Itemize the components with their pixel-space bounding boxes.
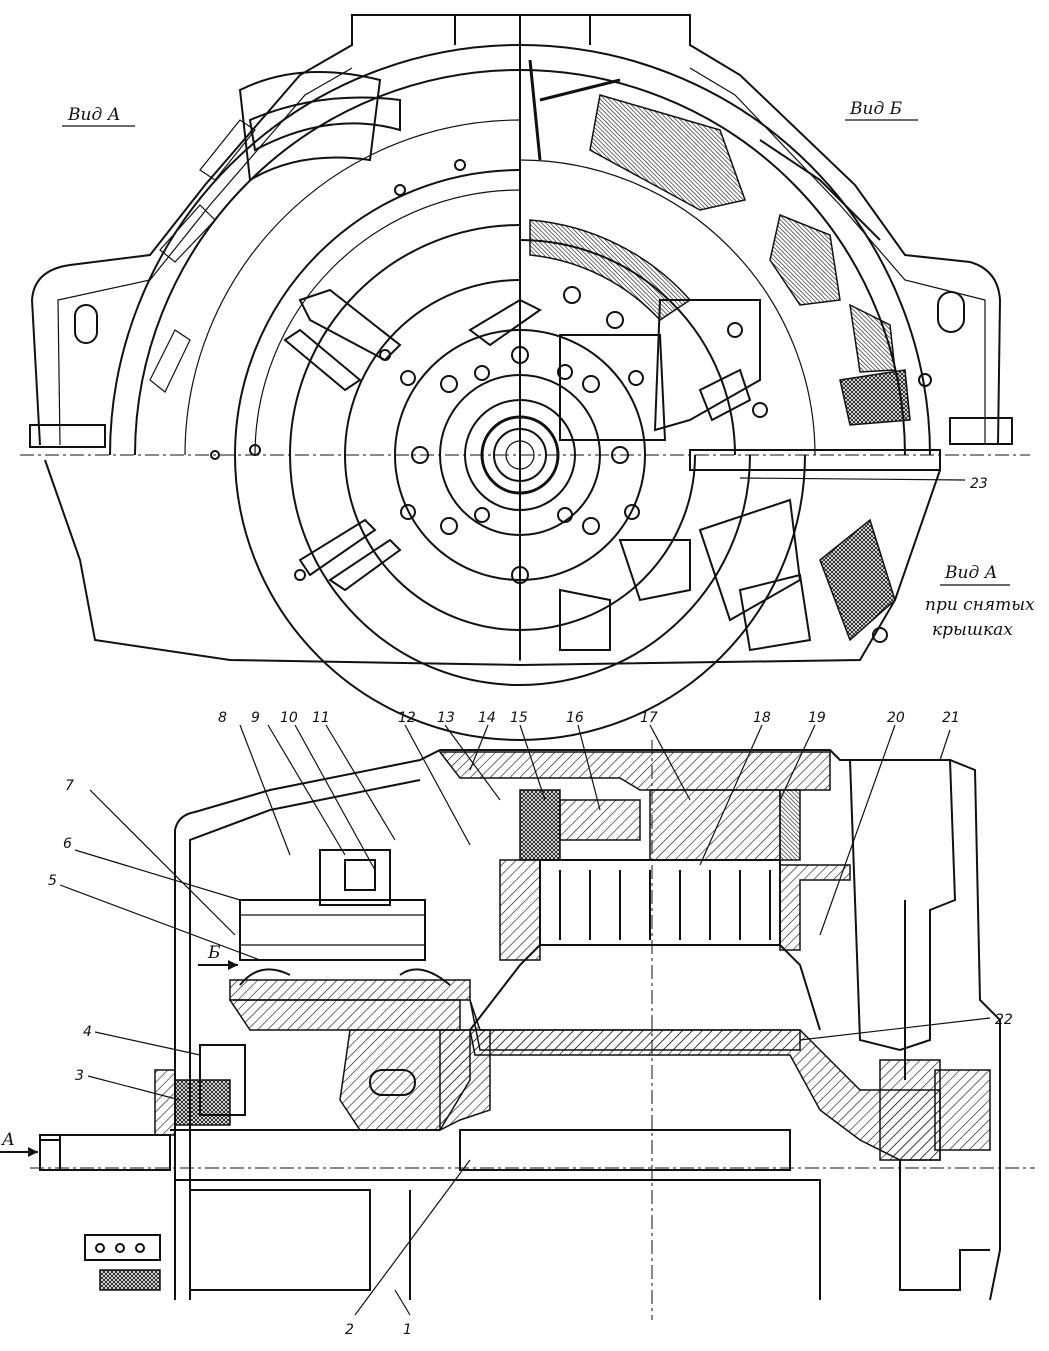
commutator bbox=[239, 899, 426, 961]
left-lifting-eye bbox=[74, 304, 98, 344]
view-a-caption: Вид А bbox=[67, 105, 121, 125]
inner-sleeve bbox=[459, 1129, 791, 1171]
callout-5: 5 bbox=[48, 873, 57, 889]
view-a-note-line1: при снятых bbox=[925, 595, 1035, 615]
brush-holder bbox=[319, 849, 391, 906]
left-foot bbox=[29, 424, 106, 448]
inspection-port bbox=[369, 1069, 416, 1096]
callout-13: 13 bbox=[437, 710, 455, 726]
callout-7: 7 bbox=[65, 778, 74, 794]
callout-14: 14 bbox=[478, 710, 496, 726]
callout-16: 16 bbox=[566, 710, 584, 726]
callout-23: 23 bbox=[970, 476, 988, 492]
callout-15: 15 bbox=[510, 710, 528, 726]
frame-top-section bbox=[438, 751, 831, 791]
bearing bbox=[174, 1079, 231, 1126]
callout-4: 4 bbox=[83, 1024, 92, 1040]
spoke-slot bbox=[298, 288, 402, 362]
terminal-block bbox=[84, 1234, 161, 1261]
callout-6: 6 bbox=[63, 836, 72, 852]
leader-lines bbox=[59, 724, 991, 1316]
rotor-core bbox=[539, 859, 781, 946]
right-lifting-eye bbox=[937, 291, 965, 333]
callout-18: 18 bbox=[753, 710, 771, 726]
arrow-b-label: Б bbox=[207, 943, 221, 963]
callout-17: 17 bbox=[640, 710, 658, 726]
hub-bolts bbox=[210, 159, 932, 643]
view-b-caption: Вид Б bbox=[849, 99, 903, 119]
bearing-cover bbox=[154, 1069, 176, 1136]
callout-21: 21 bbox=[942, 710, 960, 726]
winding-coils bbox=[529, 219, 692, 321]
right-foot bbox=[949, 417, 1013, 445]
stator-winding bbox=[519, 789, 561, 861]
callout-1: 1 bbox=[403, 1322, 412, 1338]
callout-22: 22 bbox=[995, 1012, 1013, 1028]
end-view-drawing bbox=[20, 14, 1030, 741]
callout-19: 19 bbox=[808, 710, 826, 726]
callout-2: 2 bbox=[345, 1322, 354, 1338]
rotor-slots bbox=[559, 870, 771, 940]
callout-10: 10 bbox=[280, 710, 298, 726]
view-a-bottom-caption: Вид А bbox=[944, 563, 998, 583]
callout-12: 12 bbox=[398, 710, 416, 726]
arrow-a-label: А bbox=[1, 1130, 15, 1150]
frame-outline bbox=[174, 749, 1001, 1301]
callout-20: 20 bbox=[887, 710, 905, 726]
callout-11: 11 bbox=[312, 710, 330, 726]
view-a-note-line2: крышках bbox=[932, 620, 1013, 640]
callout-8: 8 bbox=[218, 710, 227, 726]
callout-3: 3 bbox=[75, 1068, 84, 1084]
callout-9: 9 bbox=[251, 710, 260, 726]
section-view-drawing bbox=[0, 724, 1035, 1320]
